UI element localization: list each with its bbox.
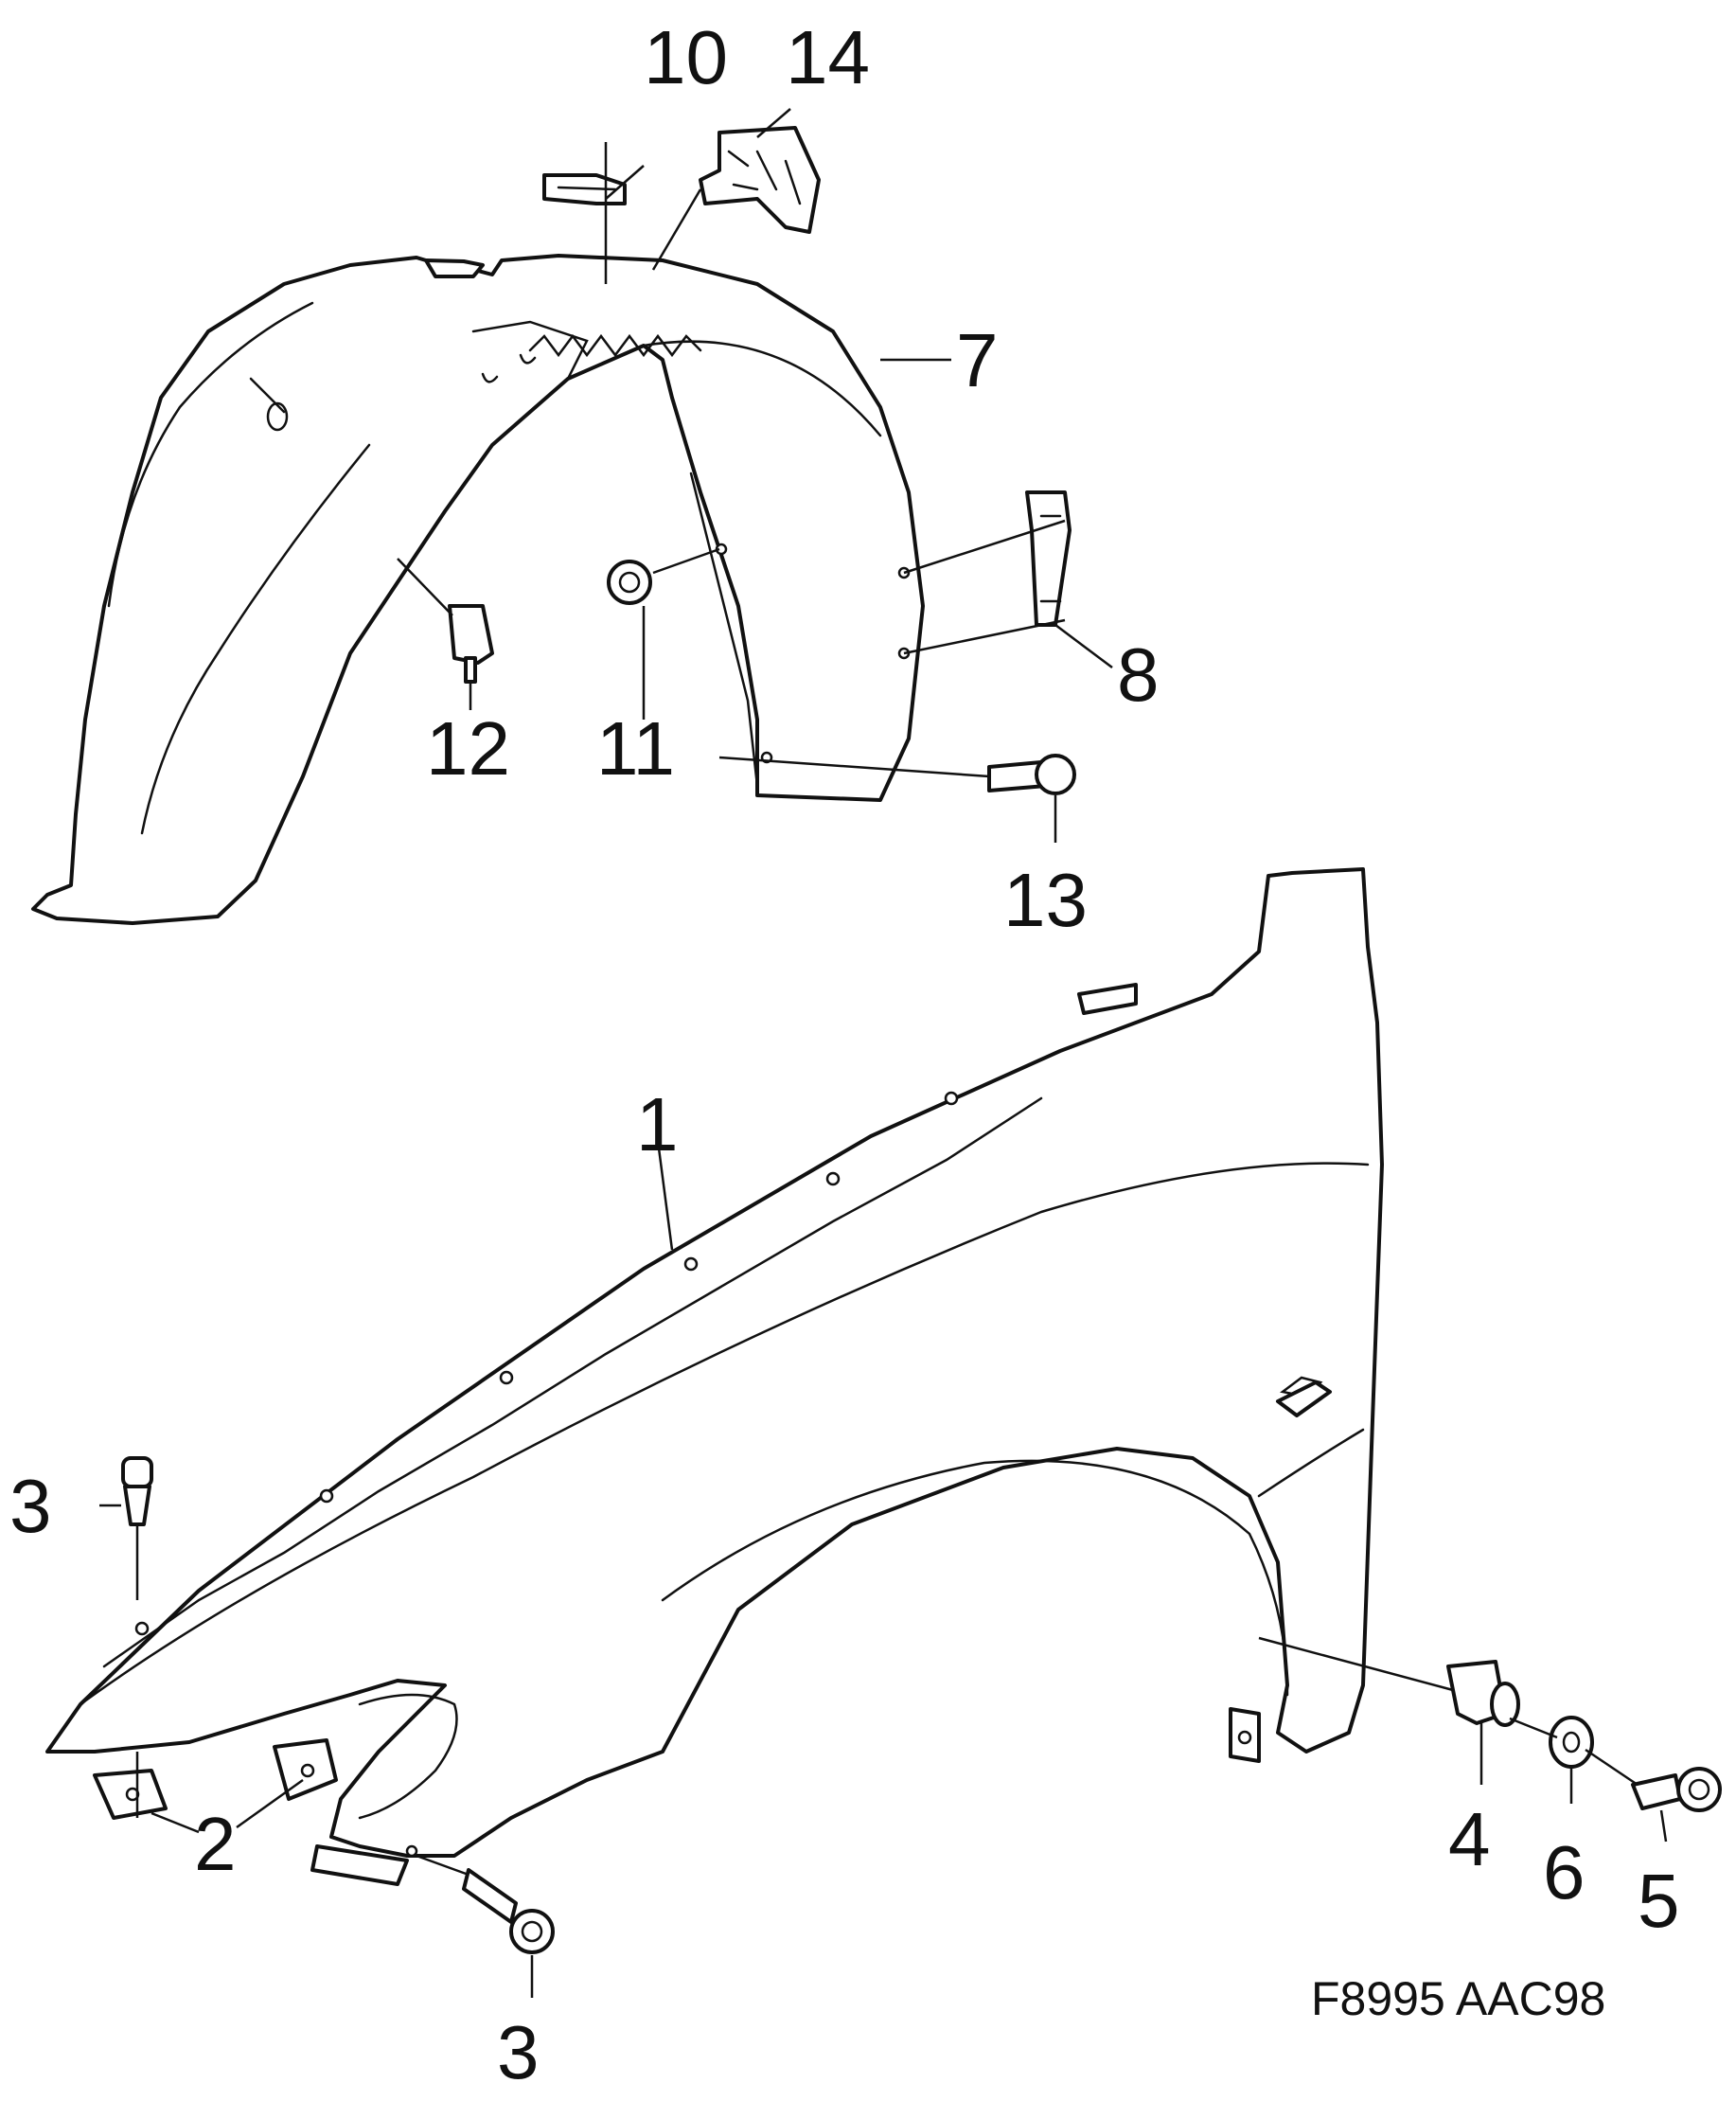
- leader-2: [135, 1752, 304, 1834]
- leader-8a: [903, 519, 1066, 655]
- callout-5: 5: [1638, 1859, 1680, 1943]
- figure-code: F8995 AAC98: [1311, 1972, 1605, 2025]
- front-fender: [45, 867, 1384, 1886]
- nut-clip-2-right: [273, 1738, 338, 1801]
- callout-6: 6: [1543, 1830, 1585, 1914]
- expanding-nut-4: [1446, 1660, 1520, 1727]
- callout-8: 8: [1117, 632, 1160, 717]
- callout-11: 11: [596, 706, 675, 791]
- callout-12: 12: [426, 706, 510, 791]
- clip-12: [448, 604, 494, 684]
- callout-14: 14: [786, 15, 870, 99]
- callout-1: 1: [636, 1082, 679, 1166]
- leader-6: [1509, 1717, 1573, 1804]
- leader-10: [605, 165, 645, 200]
- leader-5: [1585, 1748, 1668, 1843]
- callout-2: 2: [194, 1802, 237, 1886]
- callout-7: 7: [956, 318, 999, 402]
- callout-3-lower: 3: [497, 2010, 540, 2094]
- callout-13: 13: [1003, 858, 1088, 942]
- leader-3-lower: [416, 1854, 534, 1998]
- leader-14b: [651, 188, 702, 271]
- callout-10: 10: [644, 15, 728, 99]
- leader-14: [756, 108, 791, 138]
- screw-3-lower: [462, 1868, 555, 1954]
- callout-4: 4: [1448, 1797, 1491, 1881]
- screw-3-upper: [121, 1456, 153, 1600]
- screw-13: [987, 754, 1076, 795]
- callout-3-upper: 3: [9, 1464, 52, 1548]
- leader-12: [397, 558, 472, 710]
- nut-clip-2-left: [93, 1769, 168, 1820]
- leader-13: [718, 756, 1057, 843]
- leader-11: [642, 547, 720, 720]
- nut-11: [607, 560, 652, 605]
- washer-6: [1549, 1716, 1594, 1769]
- leader-1: [656, 1140, 674, 1251]
- foam-insert-14: [699, 126, 821, 234]
- bracket-8: [1025, 490, 1072, 627]
- clip-10: [542, 142, 627, 284]
- screw-5: [1631, 1767, 1722, 1812]
- leader-4: [1258, 1636, 1483, 1785]
- wheel-arch-liner: [31, 254, 925, 925]
- leader-8: [1054, 624, 1113, 668]
